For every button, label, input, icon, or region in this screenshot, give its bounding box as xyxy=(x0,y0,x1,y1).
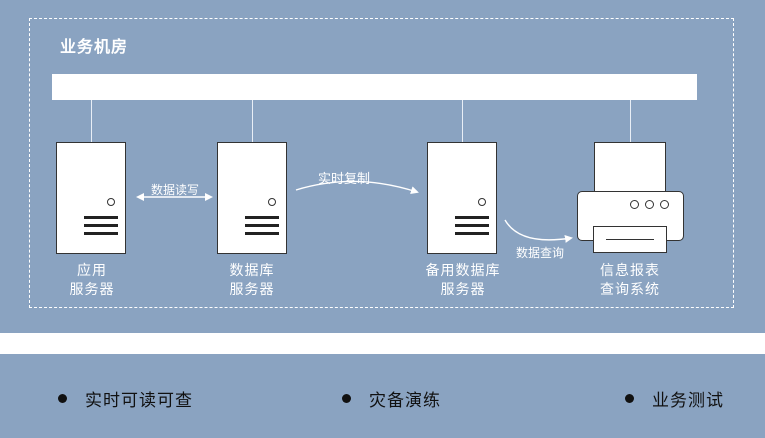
server-led xyxy=(268,198,276,206)
label-line: 数据库 xyxy=(229,263,275,279)
server-slot xyxy=(84,232,118,235)
label-line: 应用 xyxy=(77,263,107,279)
bus-link-report xyxy=(630,100,631,142)
feature-text: 实时可读可查 xyxy=(85,391,193,411)
db-server-label: 数据库 服务器 xyxy=(192,262,312,300)
server-slot xyxy=(84,216,118,219)
db-server-icon xyxy=(217,142,287,254)
feature-item: 实时可读可查 xyxy=(58,386,193,411)
label-line: 备用数据库 xyxy=(425,263,501,279)
printer-button xyxy=(630,200,639,209)
network-bus xyxy=(52,74,697,100)
report-system-label: 信息报表 查询系统 xyxy=(570,262,690,300)
bus-link-app xyxy=(91,100,92,142)
label-line: 服务器 xyxy=(69,282,115,298)
bullet-dot xyxy=(342,394,351,403)
data-query-label: 数据查询 xyxy=(516,246,565,260)
printer-paper xyxy=(594,142,666,194)
read-write-label: 数据读写 xyxy=(151,183,200,197)
app-server-icon xyxy=(56,142,126,254)
feature-text: 业务测试 xyxy=(652,391,724,411)
label-line: 服务器 xyxy=(440,282,486,298)
server-slot xyxy=(84,224,118,227)
feature-item: 灾备演练 xyxy=(342,386,441,411)
realtime-copy-label: 实时复制 xyxy=(318,172,371,187)
room-title: 业务机房 xyxy=(60,37,129,56)
printer-tray xyxy=(593,226,667,253)
bus-link-backup xyxy=(462,100,463,142)
printer-button xyxy=(645,200,654,209)
server-led xyxy=(107,198,115,206)
server-slot xyxy=(245,232,279,235)
features-panel xyxy=(0,354,765,438)
room-boundary xyxy=(29,18,734,308)
server-slot xyxy=(245,216,279,219)
server-slot xyxy=(455,232,489,235)
feature-item: 业务测试 xyxy=(625,386,724,411)
bus-link-db xyxy=(252,100,253,142)
label-line: 服务器 xyxy=(229,282,275,298)
server-slot xyxy=(455,216,489,219)
app-server-label: 应用 服务器 xyxy=(32,262,152,300)
printer-button xyxy=(660,200,669,209)
backup-db-server-icon xyxy=(427,142,497,254)
bullet-dot xyxy=(625,394,634,403)
printer-output-slot xyxy=(606,239,654,240)
label-line: 查询系统 xyxy=(600,282,660,298)
backup-db-server-label: 备用数据库 服务器 xyxy=(403,262,523,300)
server-led xyxy=(478,198,486,206)
label-line: 信息报表 xyxy=(600,263,660,279)
bullet-dot xyxy=(58,394,67,403)
feature-text: 灾备演练 xyxy=(369,391,441,411)
server-slot xyxy=(245,224,279,227)
server-slot xyxy=(455,224,489,227)
